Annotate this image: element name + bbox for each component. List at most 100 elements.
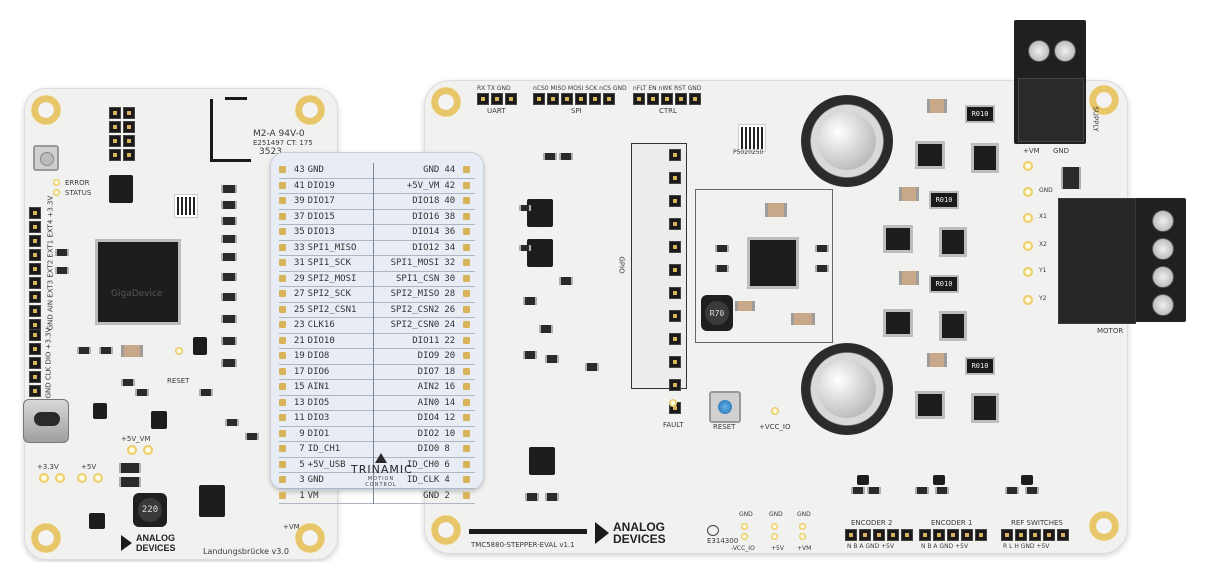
power-label: -VCC_IO: [731, 545, 755, 552]
indicator-led: [175, 347, 183, 355]
pin-pad: [463, 333, 475, 349]
component: [119, 477, 141, 487]
qr-code: [174, 194, 198, 218]
power-label: +3.3V: [37, 463, 59, 471]
shunt-resistor: R010: [965, 357, 995, 375]
status-label: STATUS: [65, 189, 92, 197]
component: [545, 493, 559, 501]
motor-terminal[interactable]: [1058, 198, 1186, 324]
uart-label: UART: [487, 107, 506, 115]
encoder2-header[interactable]: [845, 529, 913, 541]
component: [851, 487, 865, 494]
ic-chip: [857, 475, 869, 485]
screw-terminal[interactable]: [1152, 266, 1174, 288]
pin-number: 43: [293, 165, 305, 175]
component: [585, 363, 599, 371]
mounting-hole: [1089, 85, 1119, 115]
pin-pad: [463, 225, 475, 241]
pin-number: 18: [444, 366, 456, 377]
pin-number: 4: [444, 475, 450, 485]
pin-pad: [463, 178, 475, 194]
test-point: [771, 523, 778, 530]
ic-chip: [109, 175, 133, 203]
test-point: [39, 473, 49, 483]
pin-pad: [463, 256, 475, 272]
mosfet: [883, 309, 913, 337]
pin-pad: [279, 318, 291, 334]
component: [225, 419, 239, 426]
screw-terminal[interactable]: [1152, 294, 1174, 316]
ic-chip: [529, 447, 555, 475]
trinamic-logo: TRINAMIC MOTION CONTROL: [351, 453, 413, 488]
pin-number: 36: [444, 227, 456, 237]
pin-label: SPI2_SCK: [307, 289, 352, 299]
pin-label: GND: [307, 165, 324, 175]
component: [935, 487, 949, 494]
tmc5880-chip: [747, 237, 799, 289]
component: [199, 389, 213, 396]
component: [559, 277, 573, 285]
pin-label: DIO6: [307, 366, 330, 377]
mosfet: [971, 143, 999, 173]
component: [519, 245, 531, 251]
gpio-pins[interactable]: [669, 149, 681, 414]
analog-devices-logo: ANALOG DEVICES: [595, 521, 666, 545]
pin-pad: [463, 457, 475, 473]
screw-terminal[interactable]: [1028, 40, 1050, 62]
supply-terminal[interactable]: [1014, 20, 1086, 144]
pin-label: SPI2_MISO: [373, 286, 442, 302]
ref-switches-header[interactable]: [1001, 529, 1069, 541]
reset-button[interactable]: [33, 145, 59, 171]
component: [221, 359, 237, 367]
terminal-body: [1018, 78, 1084, 142]
usb-c-connector[interactable]: [23, 399, 69, 443]
pin-pad: [279, 411, 291, 427]
trinamic-brand: TRINAMIC: [351, 463, 413, 476]
pin-pad: [463, 318, 475, 334]
pin-number: 7: [299, 444, 305, 454]
encoder1-header[interactable]: [919, 529, 987, 541]
left-edge-label: GND CLK DIO +3.3V: [44, 327, 53, 399]
uart-header[interactable]: [477, 93, 517, 105]
analog-devices-triangle-icon: [121, 535, 132, 551]
capacitor-smd: [899, 187, 919, 201]
pin-label: AIN1: [307, 382, 330, 392]
mounting-hole: [31, 95, 61, 125]
test-point: [771, 533, 778, 540]
pin-number: 2: [444, 490, 450, 501]
ctrl-header[interactable]: [633, 93, 701, 105]
pin-label: DIO18: [373, 193, 442, 209]
screw-terminal[interactable]: [1152, 210, 1174, 232]
status-led: [53, 189, 60, 196]
pin-label: DIO2: [373, 426, 442, 442]
pin-pad: [463, 426, 475, 442]
screw-terminal[interactable]: [1054, 40, 1076, 62]
mosfet: [939, 311, 967, 341]
spi-header[interactable]: [533, 93, 615, 105]
inductor: 220: [133, 493, 167, 527]
pin-pad: [279, 333, 291, 349]
gnd-label: GND: [1053, 147, 1070, 155]
pin-label: DIO1: [307, 428, 330, 439]
test-point: [143, 445, 153, 455]
screw-terminal[interactable]: [1152, 238, 1174, 260]
electrolytic-capacitor: [801, 343, 893, 435]
gpio-header[interactable]: [631, 143, 687, 389]
component: [121, 379, 135, 386]
mosfet: [915, 391, 945, 419]
component: [519, 205, 531, 211]
pin-label: DIO4: [373, 410, 442, 426]
pin-pad: [463, 488, 475, 504]
pin-pad: [279, 163, 291, 178]
debug-header: [123, 107, 135, 161]
capacitor-smd: [927, 353, 947, 367]
reset-button[interactable]: [709, 391, 741, 423]
pin-number: 42: [444, 180, 456, 191]
component: [221, 315, 237, 323]
pin-pad: [463, 163, 475, 178]
component: [559, 153, 573, 160]
inductor-marking: 220: [138, 498, 162, 522]
